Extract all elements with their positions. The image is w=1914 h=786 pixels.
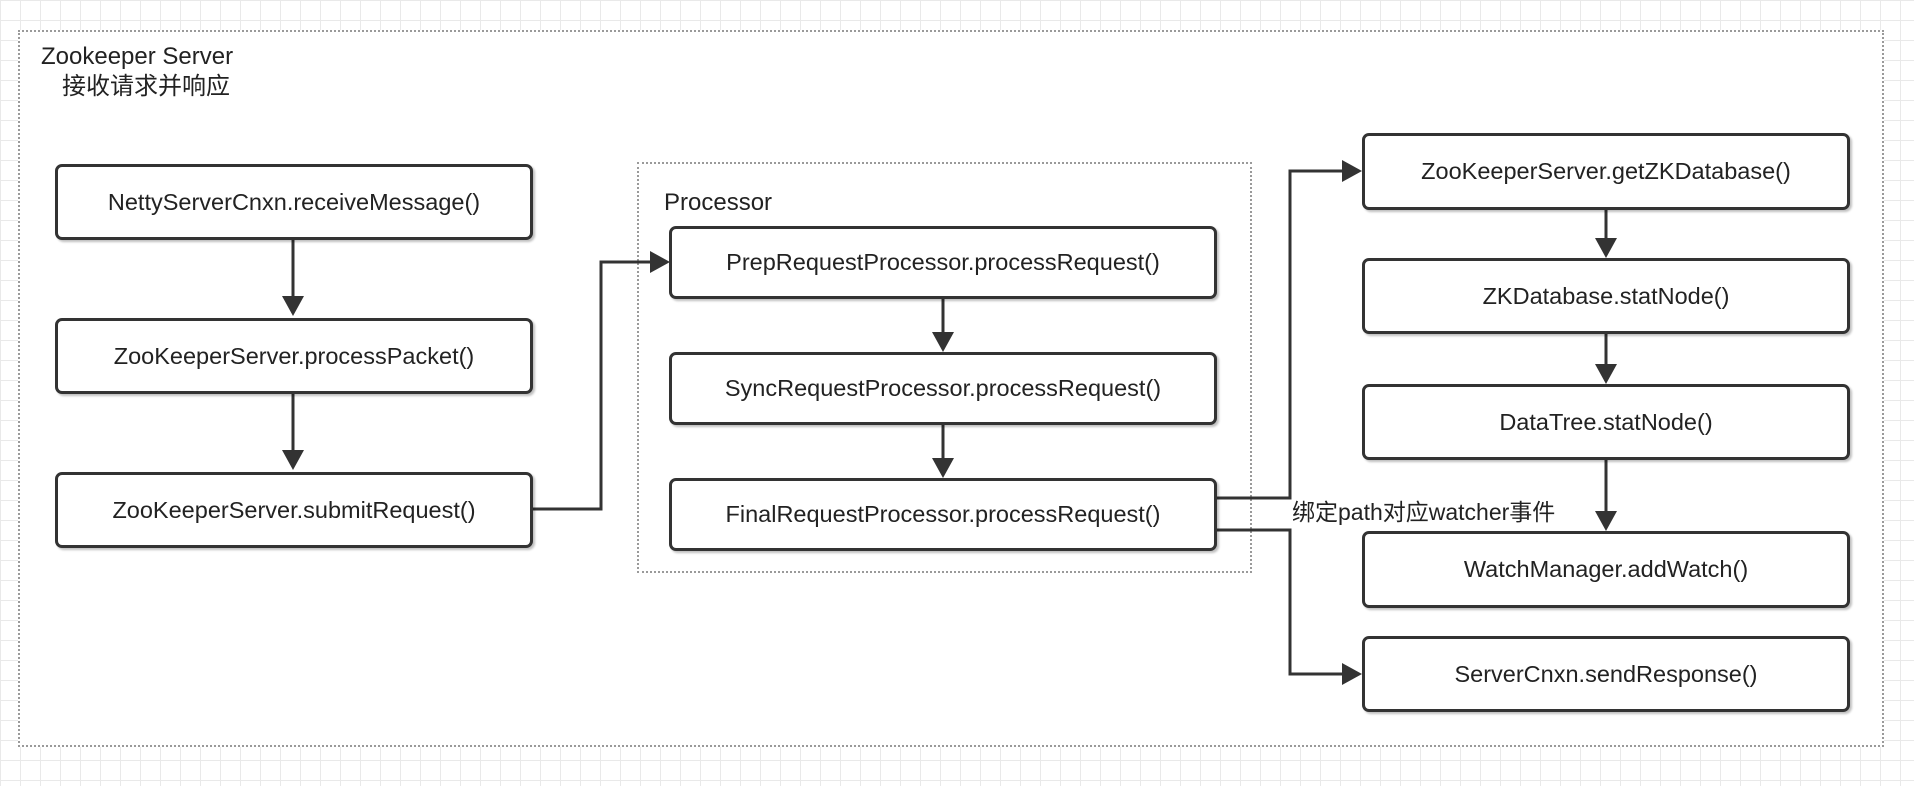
node-get-zk-database[interactable]: ZooKeeperServer.getZKDatabase() [1362, 133, 1850, 210]
node-server-cnxn-send-response[interactable]: ServerCnxn.sendResponse() [1362, 636, 1850, 712]
node-prep-request-processor[interactable]: PrepRequestProcessor.processRequest() [669, 226, 1217, 299]
node-submit-request[interactable]: ZooKeeperServer.submitRequest() [55, 472, 533, 548]
zookeeper-server-title: Zookeeper Server [41, 43, 234, 70]
node-final-request-processor[interactable]: FinalRequestProcessor.processRequest() [669, 478, 1217, 551]
node-watch-manager-add-watch-label: WatchManager.addWatch() [1463, 556, 1749, 582]
node-final-request-processor-label: FinalRequestProcessor.processRequest() [725, 501, 1161, 527]
node-prep-request-processor-label: PrepRequestProcessor.processRequest() [726, 249, 1160, 275]
node-datatree-stat-node-label: DataTree.statNode() [1499, 408, 1713, 435]
node-sync-request-processor-label: SyncRequestProcessor.processRequest() [724, 375, 1162, 401]
node-sync-request-processor[interactable]: SyncRequestProcessor.processRequest() [669, 352, 1217, 425]
node-datatree-stat-node[interactable]: DataTree.statNode() [1362, 384, 1850, 460]
node-submit-request-label: ZooKeeperServer.submitRequest() [112, 496, 476, 523]
zookeeper-server-subtitle: 接收请求并响应 [62, 73, 230, 100]
node-zkdatabase-stat-node-label: ZKDatabase.statNode() [1482, 282, 1730, 309]
node-get-zk-database-label: ZooKeeperServer.getZKDatabase() [1421, 158, 1791, 184]
edge-label-bind-watcher: 绑定path对应watcher事件 [1292, 499, 1556, 525]
node-process-packet[interactable]: ZooKeeperServer.processPacket() [55, 318, 533, 394]
processor-title: Processor [664, 189, 773, 216]
node-watch-manager-add-watch[interactable]: WatchManager.addWatch() [1362, 531, 1850, 608]
node-process-packet-label: ZooKeeperServer.processPacket() [113, 342, 475, 369]
node-netty-receive-message[interactable]: NettyServerCnxn.receiveMessage() [55, 164, 533, 240]
node-zkdatabase-stat-node[interactable]: ZKDatabase.statNode() [1362, 258, 1850, 334]
node-server-cnxn-send-response-label: ServerCnxn.sendResponse() [1454, 660, 1758, 687]
node-netty-receive-message-label: NettyServerCnxn.receiveMessage() [107, 188, 481, 215]
